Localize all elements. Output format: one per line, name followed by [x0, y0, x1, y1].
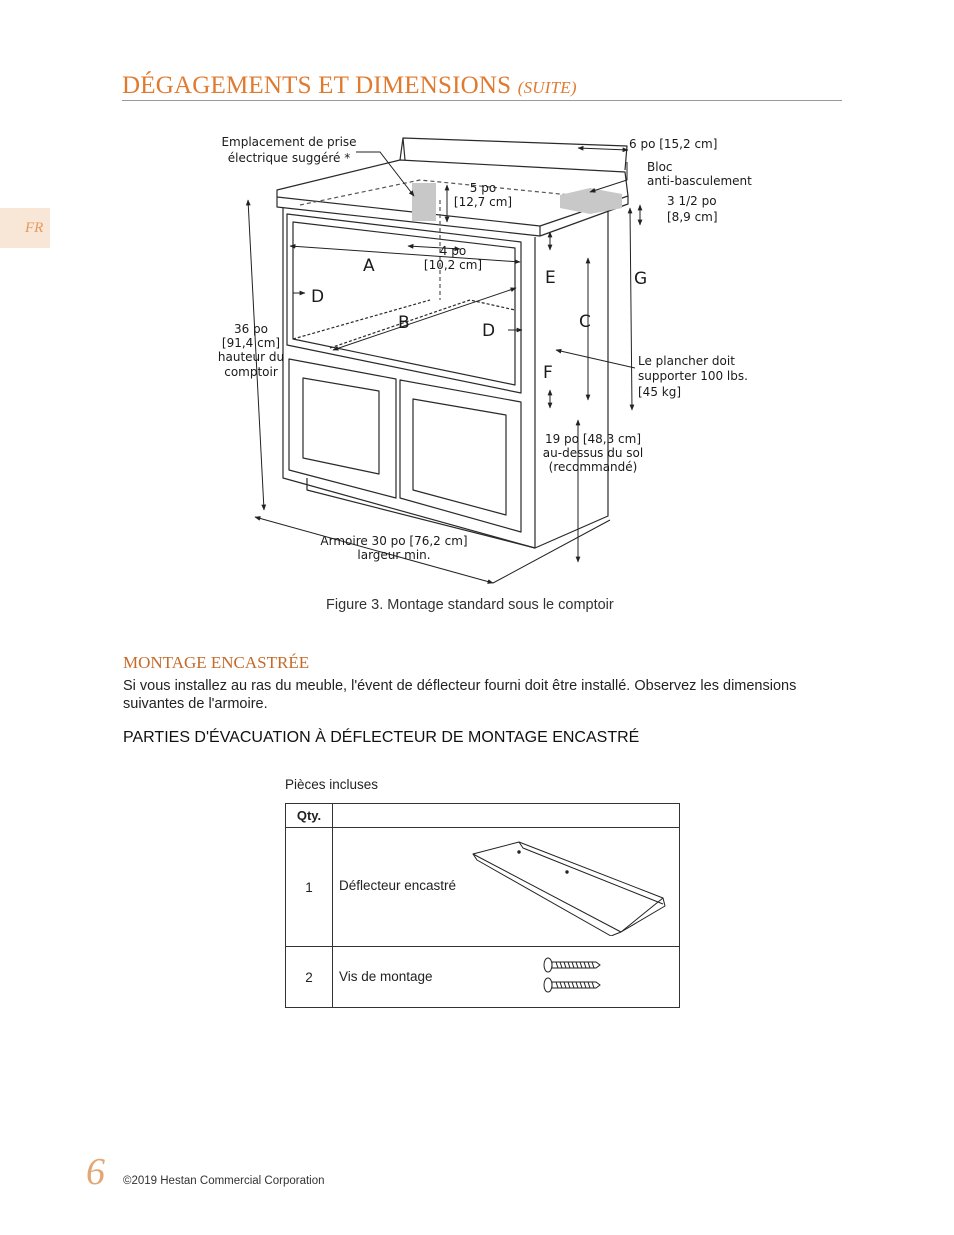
bloc-label-1: Bloc [647, 160, 673, 174]
title-suffix: (SUITE) [517, 78, 577, 97]
item-name: Vis de montage [339, 969, 433, 984]
cabinet-door-left [288, 358, 397, 499]
letter-e: E [545, 268, 556, 288]
letter-d-left: D [311, 287, 324, 307]
dim-4po-label-1: 4 po [440, 244, 466, 258]
height-36-label-4: comptoir [224, 365, 278, 379]
language-tab: FR [0, 208, 50, 248]
dim-4po-label-2: [10,2 cm] [424, 258, 482, 272]
section-body: Si vous installez au ras du meuble, l'év… [123, 678, 797, 712]
title-text: DÉGAGEMENTS ET DIMENSIONS [122, 72, 512, 99]
dim-19po-label-3: (recommandé) [549, 460, 638, 474]
item-cell: Vis de montage [332, 946, 680, 1008]
dim-3-5po-label-1: 3 1/2 po [667, 194, 717, 208]
floor-label-2: supporter 100 lbs. [638, 369, 748, 383]
height-36-label-1: 36 po [234, 322, 268, 336]
language-tab-label: FR [25, 220, 44, 236]
letter-g: G [634, 269, 647, 289]
copyright: ©2019 Hestan Commercial Corporation [123, 1175, 325, 1187]
section-title: MONTAGE ENCASTRÉE [123, 653, 310, 672]
item-cell: Déflecteur encastré [332, 827, 680, 947]
item-header [332, 803, 680, 828]
parts-table: Qty. 1 Déflecteur encastré [285, 803, 680, 1008]
section-subtitle: PARTIES D'ÉVACUATION À DÉFLECTEUR DE MON… [123, 729, 640, 746]
table-row: 2 Vis de montage [285, 946, 680, 1008]
page-number: 6 [86, 1151, 105, 1193]
screw-icon [543, 957, 601, 993]
outlet-box-icon [412, 183, 436, 221]
cabinet-front [282, 207, 536, 549]
qty-cell: 1 [285, 827, 333, 947]
dim-5po-label-2: [12,7 cm] [454, 195, 512, 209]
deflector-icon [472, 841, 666, 936]
installation-diagram: Emplacement de prise électrique suggéré … [218, 135, 752, 584]
outlet-label-2: électrique suggéré * [228, 151, 350, 165]
item-name: Déflecteur encastré [339, 878, 457, 893]
figure-caption: Figure 3. Montage standard sous le compt… [326, 597, 614, 613]
outlet-label-1: Emplacement de prise [221, 135, 356, 149]
anti-tip-block-icon [560, 188, 622, 214]
floor-label-3: [45 kg] [638, 385, 681, 399]
table-row: 1 Déflecteur encastré [285, 827, 680, 947]
qty-header: Qty. [285, 803, 333, 828]
cabinet-label-1: Armoire 30 po [76,2 cm] [320, 534, 467, 548]
oven-opening [286, 213, 522, 394]
letter-b: B [398, 313, 410, 333]
dim-19po-label-2: au-dessus du sol [543, 446, 643, 460]
height-36-label-3: hauteur du [218, 350, 284, 364]
cabinet-label-2: largeur min. [357, 548, 430, 562]
qty-cell: 2 [285, 946, 333, 1008]
letter-f: F [543, 363, 553, 383]
dim-19po-label-1: 19 po [48,3 cm] [545, 432, 641, 446]
letter-c: C [579, 312, 591, 332]
backsplash [399, 137, 628, 171]
page-title: DÉGAGEMENTS ET DIMENSIONS (SUITE) [122, 72, 577, 100]
bloc-label-2: anti-basculement [647, 174, 752, 188]
dim-3-5po-label-2: [8,9 cm] [667, 210, 718, 224]
dim-6po-label: 6 po [15,2 cm] [629, 137, 717, 151]
dim-5po-label-1: 5 po [470, 181, 496, 195]
parts-label: Pièces incluses [285, 777, 379, 792]
floor-label-1: Le plancher doit [638, 354, 735, 368]
title-rule [122, 100, 842, 101]
letter-a: A [363, 256, 375, 276]
cabinet-door-right [399, 379, 522, 533]
letter-d-right: D [482, 321, 495, 341]
height-36-label-2: [91,4 cm] [222, 336, 280, 350]
